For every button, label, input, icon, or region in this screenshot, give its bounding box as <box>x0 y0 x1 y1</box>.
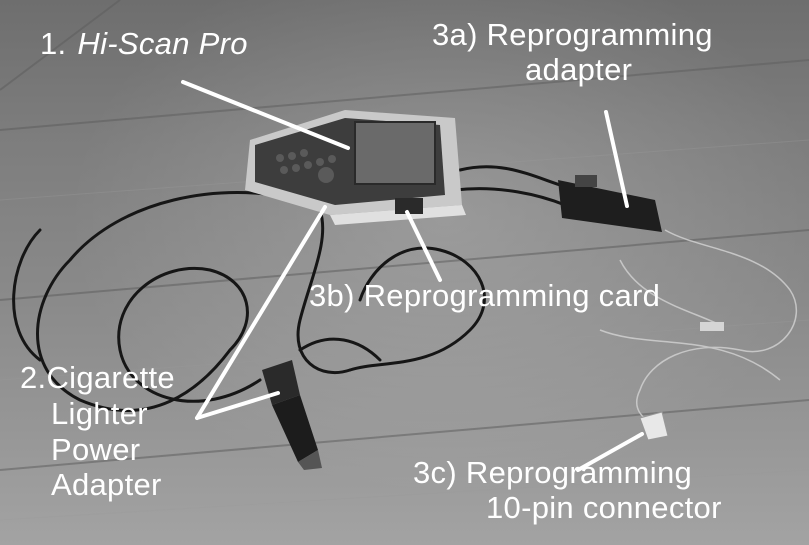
label-hiscan: 1. Hi-Scan Pro <box>40 27 248 61</box>
label-power-line4: Adapter <box>51 467 162 502</box>
ten-pin-connector <box>639 411 669 441</box>
label-adapter-line2: adapter <box>525 52 633 87</box>
cable-clip <box>700 322 724 331</box>
label-power-line1: 2.Cigarette <box>20 360 175 395</box>
hiscan-device <box>245 110 466 225</box>
thin-cables <box>599 229 797 426</box>
cigarette-lighter-adapter <box>262 360 322 470</box>
label-hiscan-text: Hi-Scan Pro <box>77 26 248 61</box>
label-card: 3b) Reprogramming card <box>309 278 661 313</box>
pointer-adapter <box>604 110 629 208</box>
label-power-line2: Lighter <box>51 396 148 431</box>
label-power-line3: Power <box>51 432 141 467</box>
reprogramming-adapter <box>558 175 662 232</box>
pointer-power-2 <box>195 391 280 420</box>
label-hiscan-number: 1. <box>40 26 67 61</box>
table-plank-seams <box>0 0 809 471</box>
pointer-card <box>405 210 442 282</box>
pointer-connector <box>576 432 644 472</box>
pointer-power-1 <box>195 205 327 420</box>
label-connector-line1: 3c) Reprogramming <box>413 455 693 490</box>
label-connector-line2: 10-pin connector <box>486 490 722 525</box>
pointer-hiscan <box>181 80 350 150</box>
cables <box>12 165 567 412</box>
pointer-lines <box>181 80 644 472</box>
label-adapter-line1: 3a) Reprogramming <box>432 17 713 52</box>
